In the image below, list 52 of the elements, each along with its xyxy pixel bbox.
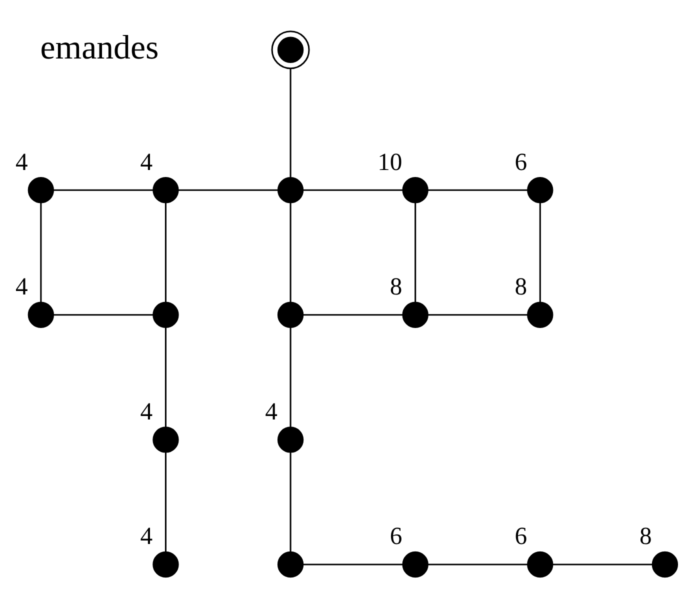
node-label: 6 — [514, 523, 528, 550]
node-circle — [152, 551, 179, 578]
node-label: 4 — [140, 523, 153, 550]
node-circle — [28, 302, 54, 328]
node-circle — [152, 426, 179, 453]
connector — [290, 452, 292, 552]
connector — [40, 202, 42, 303]
node-circle — [152, 302, 179, 328]
connector — [164, 452, 166, 552]
connector — [302, 564, 403, 566]
node-label: 6 — [390, 523, 402, 550]
connector — [164, 327, 166, 428]
node-circle — [402, 551, 428, 578]
label: emandes — [40, 30, 159, 67]
connector — [290, 327, 292, 428]
node-circle — [152, 177, 179, 204]
node-circle — [402, 177, 428, 204]
node-label: 4 — [265, 398, 278, 426]
node-circle — [527, 302, 554, 328]
node-label: 4 — [140, 398, 153, 426]
node-circle — [277, 302, 304, 328]
node-label: 6 — [514, 148, 528, 176]
node-label: 4 — [140, 148, 153, 176]
connector — [290, 202, 292, 303]
connector — [428, 314, 528, 316]
connector — [428, 189, 528, 191]
connector — [302, 189, 403, 191]
connector — [552, 564, 653, 566]
node-circle — [527, 551, 554, 578]
connector — [53, 314, 154, 316]
node-label: 4 — [16, 274, 28, 301]
connector — [53, 189, 154, 191]
node-label: 10 — [378, 148, 402, 176]
connector — [164, 202, 166, 303]
node-circle — [277, 177, 304, 204]
node-label: 8 — [640, 523, 652, 550]
node-circle — [402, 302, 428, 328]
node-circle — [277, 426, 304, 453]
node-circle — [652, 551, 678, 578]
node-circle — [271, 30, 310, 70]
connector — [414, 202, 416, 303]
connector — [539, 202, 541, 303]
connector — [178, 189, 278, 191]
connector — [302, 314, 403, 316]
connector — [428, 564, 528, 566]
node-circle — [28, 177, 54, 204]
node-label: 4 — [16, 148, 28, 176]
connector — [290, 68, 292, 178]
node-label: 8 — [514, 274, 528, 301]
node-label: 8 — [390, 274, 402, 301]
node-circle — [277, 551, 304, 578]
node-circle — [527, 177, 554, 204]
